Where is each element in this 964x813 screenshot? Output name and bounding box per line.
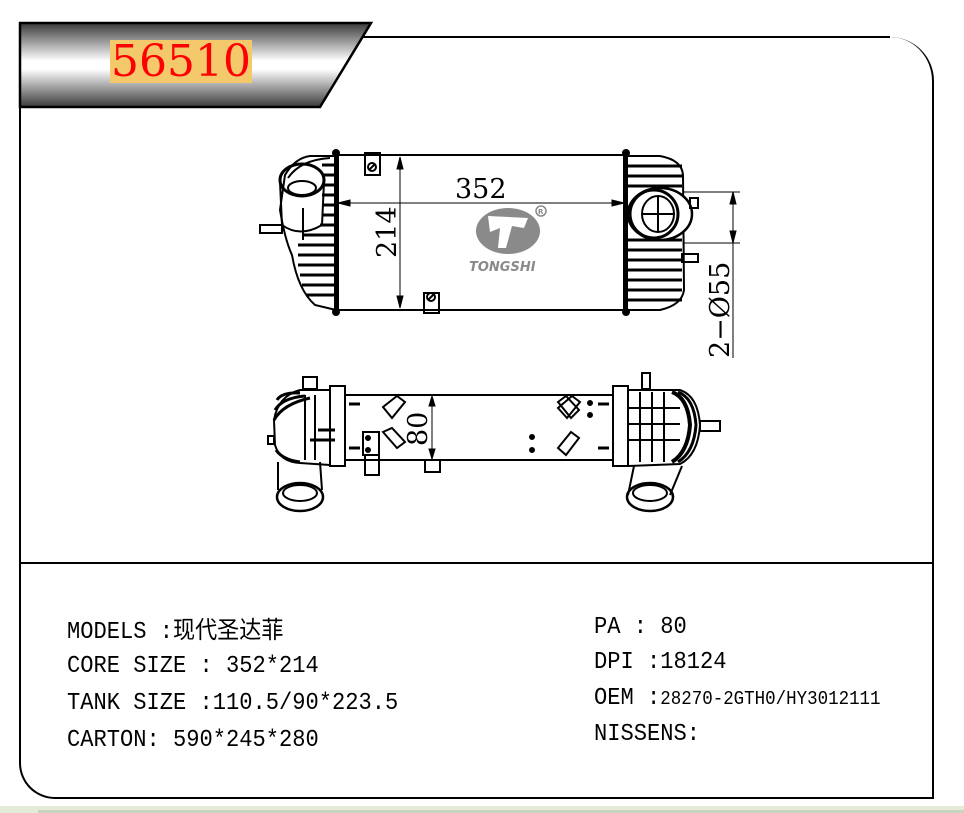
spec-oem: OEM :28270-2GTH0/HY3012111	[594, 686, 881, 712]
svg-text:R: R	[538, 208, 544, 216]
bottom-strip	[0, 806, 964, 813]
section-divider	[20, 562, 933, 564]
spec-core-size-value: 352*214	[226, 653, 319, 680]
spec-carton-value: 590*245*280	[173, 727, 319, 754]
spec-dpi: DPI :18124	[594, 650, 727, 676]
spec-pa: PA : 80	[594, 615, 687, 641]
tongshi-logo: R TONGSHI	[469, 205, 547, 275]
spec-pa-value: 80	[660, 614, 687, 641]
spec-nissens-label: NISSENS:	[594, 721, 701, 748]
spec-carton-label: CARTON:	[67, 727, 174, 754]
core-width-dim: 352	[455, 174, 507, 205]
svg-text:TONGSHI: TONGSHI	[469, 260, 536, 275]
spec-tank-size-label: TANK SIZE :	[67, 690, 213, 717]
spec-models-value: 现代圣达菲	[173, 616, 284, 644]
spec-core-size: CORE SIZE : 352*214	[67, 654, 319, 680]
spec-models-label: MODELS :	[67, 619, 174, 646]
spec-oem-value: 28270-2GTH0/HY3012111	[660, 688, 881, 710]
drawing-frame	[19, 37, 934, 799]
spec-pa-label: PA :	[594, 614, 661, 641]
spec-dpi-value: 18124	[660, 649, 727, 676]
core-thickness-dim: 80	[403, 412, 434, 446]
part-number: 56510	[110, 36, 252, 87]
spec-nissens: NISSENS:	[594, 722, 700, 748]
spec-carton: CARTON: 590*245*280	[67, 728, 319, 754]
spec-tank-size: TANK SIZE :110.5/90*223.5	[67, 691, 398, 717]
spec-tank-size-value: 110.5/90*223.5	[212, 690, 399, 717]
pipe-diameter-dim: 2−Ø55	[705, 262, 736, 358]
spec-dpi-label: DPI :	[594, 649, 661, 676]
spec-oem-label: OEM :	[594, 685, 661, 712]
spec-models: MODELS :现代圣达菲	[67, 617, 283, 646]
frame-top-border	[330, 36, 890, 38]
intercooler-drawing: 352 214 2−Ø55 R TONGSHI	[259, 149, 740, 513]
bottom-strip-inner	[38, 810, 964, 813]
spec-core-size-label: CORE SIZE :	[67, 653, 227, 680]
core-height-dim: 214	[372, 206, 403, 258]
